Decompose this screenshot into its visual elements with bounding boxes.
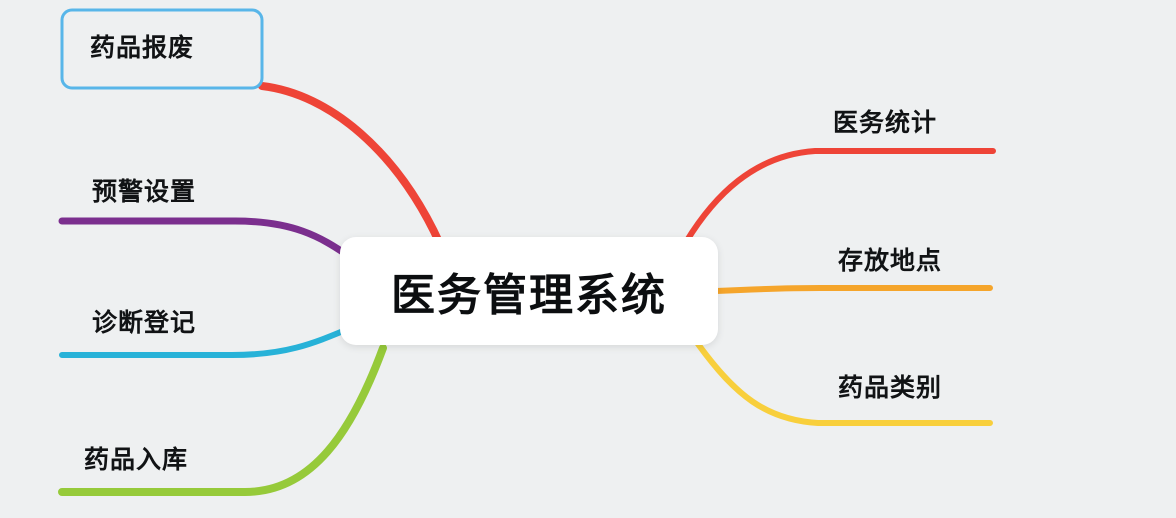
central-topic[interactable]: 医务管理系统 — [340, 237, 718, 345]
selected-node-outline[interactable] — [60, 8, 264, 90]
node-diagnosis-register[interactable]: 诊断登记 — [92, 309, 197, 337]
branch-curve-drug-disposal — [258, 82, 444, 248]
node-drug-disposal[interactable]: 药品报废 — [90, 34, 195, 62]
branch-curve-drug-category — [695, 341, 993, 426]
node-storage-location[interactable]: 存放地点 — [838, 247, 943, 275]
branch-curve-alert-settings — [58, 217, 354, 261]
node-drug-inbound[interactable]: 药品入库 — [84, 446, 189, 474]
branch-curve-diagnosis-register — [59, 326, 351, 358]
branch-curve-drug-inbound — [58, 344, 387, 496]
node-drug-category[interactable]: 药品类别 — [838, 374, 943, 402]
branch-curve-medical-stats — [683, 148, 996, 245]
central-topic-label: 医务管理系统 — [391, 271, 667, 320]
node-medical-stats[interactable]: 医务统计 — [833, 109, 938, 137]
node-alert-settings[interactable]: 预警设置 — [92, 178, 197, 206]
branch-curve-storage-location — [713, 285, 993, 294]
